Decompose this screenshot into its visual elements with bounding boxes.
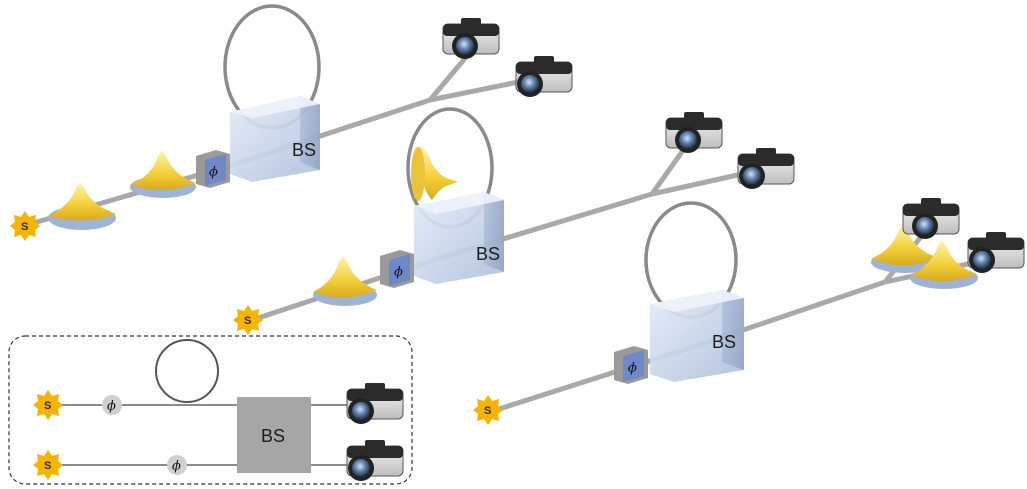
camera-icon	[515, 56, 573, 97]
wavepacket-icon	[411, 146, 458, 201]
bs-label: BS	[476, 244, 500, 264]
beamsplitter-cube-3: BS	[650, 290, 744, 382]
bs-label: BS	[261, 426, 285, 446]
wavepacket-icon	[130, 150, 196, 198]
beamsplitter-cube-1: BS	[230, 96, 320, 182]
camera-icon	[346, 383, 404, 424]
phase-shifter-circle: ϕ	[102, 395, 122, 415]
delay-loop	[155, 339, 219, 403]
source-label: S	[44, 460, 51, 472]
wavepacket-icon	[871, 224, 939, 273]
source-icon: S	[33, 450, 63, 480]
wavepacket-icon	[910, 240, 978, 289]
phase-label: ϕ	[628, 361, 637, 376]
camera-icon	[902, 198, 960, 239]
phase-shifter-2: ϕ	[380, 250, 414, 288]
source-icon: S	[473, 395, 503, 425]
source-label: S	[244, 315, 251, 327]
camera-icon	[346, 440, 404, 481]
bs-label: BS	[292, 140, 316, 160]
camera-icon	[442, 18, 500, 59]
source-icon: S	[33, 390, 63, 420]
phase-label: ϕ	[172, 459, 181, 474]
source-label: S	[484, 405, 491, 417]
source-label: S	[44, 400, 51, 412]
bs-label: BS	[712, 332, 736, 352]
inset-schematic: BS ϕ ϕ S S	[8, 335, 413, 485]
camera-icon	[665, 112, 723, 153]
wavepacket-icon	[313, 256, 377, 306]
phase-label: ϕ	[107, 399, 116, 414]
beamsplitter-cube-2: BS	[414, 192, 504, 284]
camera-icon	[967, 232, 1025, 273]
inset-border	[8, 335, 413, 485]
phase-shifter-1: ϕ	[196, 150, 230, 188]
beamsplitter-box	[237, 397, 311, 473]
source-icon: S	[233, 305, 263, 335]
camera-icon	[737, 148, 795, 189]
source-label: S	[21, 221, 28, 233]
phase-label: ϕ	[394, 265, 403, 280]
wavepacket-icon	[48, 182, 116, 230]
phase-shifter-3: ϕ	[614, 346, 648, 384]
source-icon: S	[10, 211, 40, 241]
phase-label: ϕ	[209, 165, 218, 180]
phase-shifter-circle: ϕ	[167, 455, 187, 475]
